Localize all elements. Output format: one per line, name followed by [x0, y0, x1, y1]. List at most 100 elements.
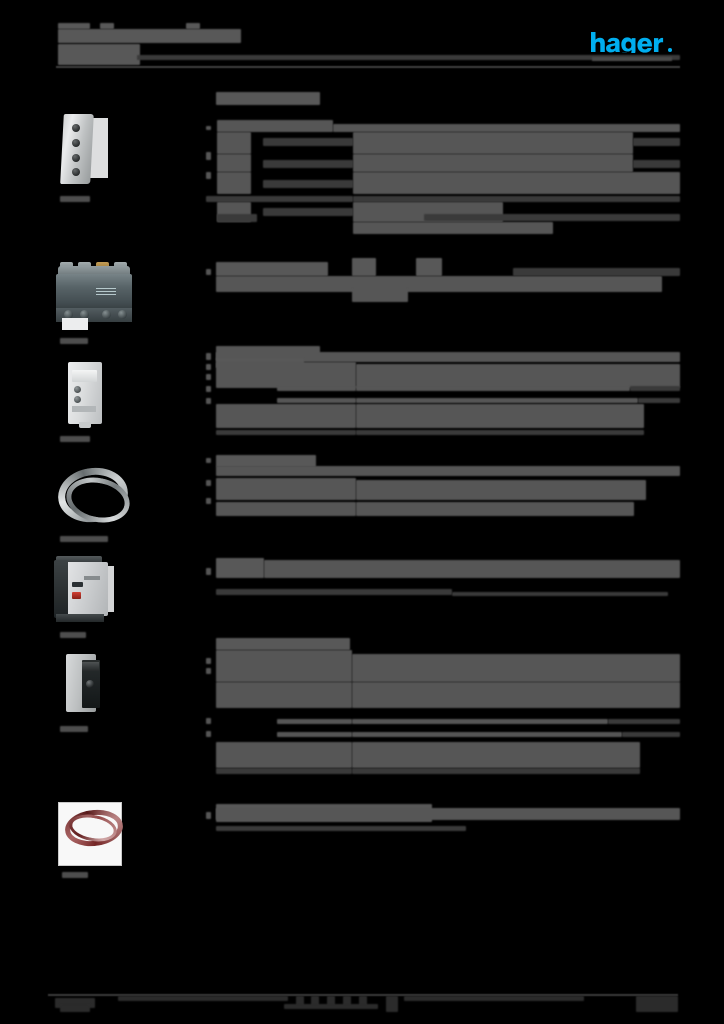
row-value — [264, 560, 680, 578]
row-value — [356, 430, 644, 435]
row-value — [353, 154, 633, 172]
row-value — [356, 502, 634, 516]
product-image-coiled-cable — [52, 462, 140, 529]
product-caption — [60, 436, 90, 442]
row-value-2 — [216, 589, 452, 595]
row-label-2 — [263, 160, 353, 168]
header-kicker — [58, 23, 90, 29]
section-heading-2 — [352, 258, 376, 276]
footer-left-2 — [60, 1004, 90, 1012]
row-bullet — [206, 152, 211, 160]
row-bullet — [206, 658, 211, 664]
row-label — [216, 478, 356, 500]
row-value-tail — [633, 138, 680, 146]
row-value — [352, 682, 680, 708]
page-title — [58, 29, 241, 43]
product-image-dark-module — [52, 646, 126, 722]
row-bullet — [206, 126, 211, 130]
row-bullet — [206, 458, 211, 463]
product-image-terminal-block — [52, 112, 124, 190]
footer-page-number — [636, 996, 678, 1012]
header-kicker-2 — [100, 23, 114, 29]
product-thumb — [52, 646, 134, 738]
row-bullet — [206, 668, 211, 674]
row-label — [277, 386, 356, 391]
row-bullet — [206, 568, 211, 575]
product-rail — [0, 0, 190, 1024]
row-value — [352, 732, 622, 737]
row-value — [216, 466, 680, 476]
row-value — [356, 386, 630, 391]
row-value-3 — [452, 592, 668, 596]
header-ruled-text — [137, 55, 680, 60]
row-value-tail — [622, 732, 680, 737]
row-bullet — [206, 398, 211, 404]
product-thumb — [52, 112, 132, 204]
product-caption — [60, 632, 86, 638]
row-bullet — [206, 364, 211, 370]
row-value — [216, 352, 680, 362]
product-caption — [60, 726, 88, 732]
row-bullet — [206, 812, 211, 819]
row-value — [353, 132, 633, 154]
footer-center-3 — [311, 996, 319, 1007]
row-label — [217, 214, 257, 222]
footer-center-8 — [386, 996, 398, 1012]
row-label — [216, 502, 356, 516]
row-value — [353, 196, 680, 202]
product-caption — [60, 196, 90, 202]
section-heading — [216, 558, 264, 578]
row-value-tail — [638, 398, 680, 403]
row-bullet — [206, 731, 211, 737]
footer-divider — [48, 994, 678, 996]
product-caption — [60, 338, 88, 344]
product-image-mccb-4pole — [52, 258, 138, 336]
row-value-tail — [513, 268, 680, 276]
header-kicker-3 — [186, 23, 200, 29]
row-label — [217, 172, 251, 194]
product-image-mccb-buttons — [52, 552, 126, 628]
row-value — [352, 719, 608, 724]
row-value-tail — [630, 386, 680, 391]
row-label — [277, 719, 352, 724]
row-label — [206, 196, 353, 202]
row-bullet — [206, 718, 211, 724]
row-label — [216, 362, 356, 388]
product-thumb — [52, 552, 134, 644]
footer-center-7 — [284, 1004, 378, 1009]
footer-center-6 — [359, 996, 367, 1007]
row-label — [216, 682, 352, 708]
row-value — [216, 276, 662, 292]
row-bullet — [206, 498, 211, 504]
row-label — [216, 650, 352, 682]
row-value — [353, 222, 553, 234]
footer-center-4 — [327, 996, 335, 1007]
row-bullet — [206, 353, 211, 360]
row-value-tail — [633, 160, 680, 168]
footer-left — [55, 998, 95, 1008]
row-label — [216, 430, 356, 435]
product-thumb — [58, 802, 132, 890]
row-label-2 — [263, 208, 353, 216]
row-bullet — [206, 386, 211, 392]
row-value — [356, 404, 644, 428]
row-value — [356, 480, 646, 500]
footer-center-5 — [343, 996, 351, 1007]
row-label — [216, 768, 352, 774]
footer-center — [118, 996, 288, 1001]
hager-logo — [590, 31, 674, 53]
product-caption — [62, 872, 88, 878]
section-heading — [216, 92, 320, 105]
logo-tagline — [592, 57, 672, 61]
row-bullet — [206, 374, 211, 380]
row-bullet — [206, 172, 211, 179]
row-bullet — [206, 269, 211, 275]
row-label — [216, 404, 356, 428]
row-value-tail — [216, 826, 466, 831]
row-label — [216, 742, 352, 768]
row-value — [333, 124, 680, 132]
row-value — [353, 172, 680, 194]
footer-center-9 — [404, 996, 584, 1001]
row-value — [356, 398, 638, 403]
